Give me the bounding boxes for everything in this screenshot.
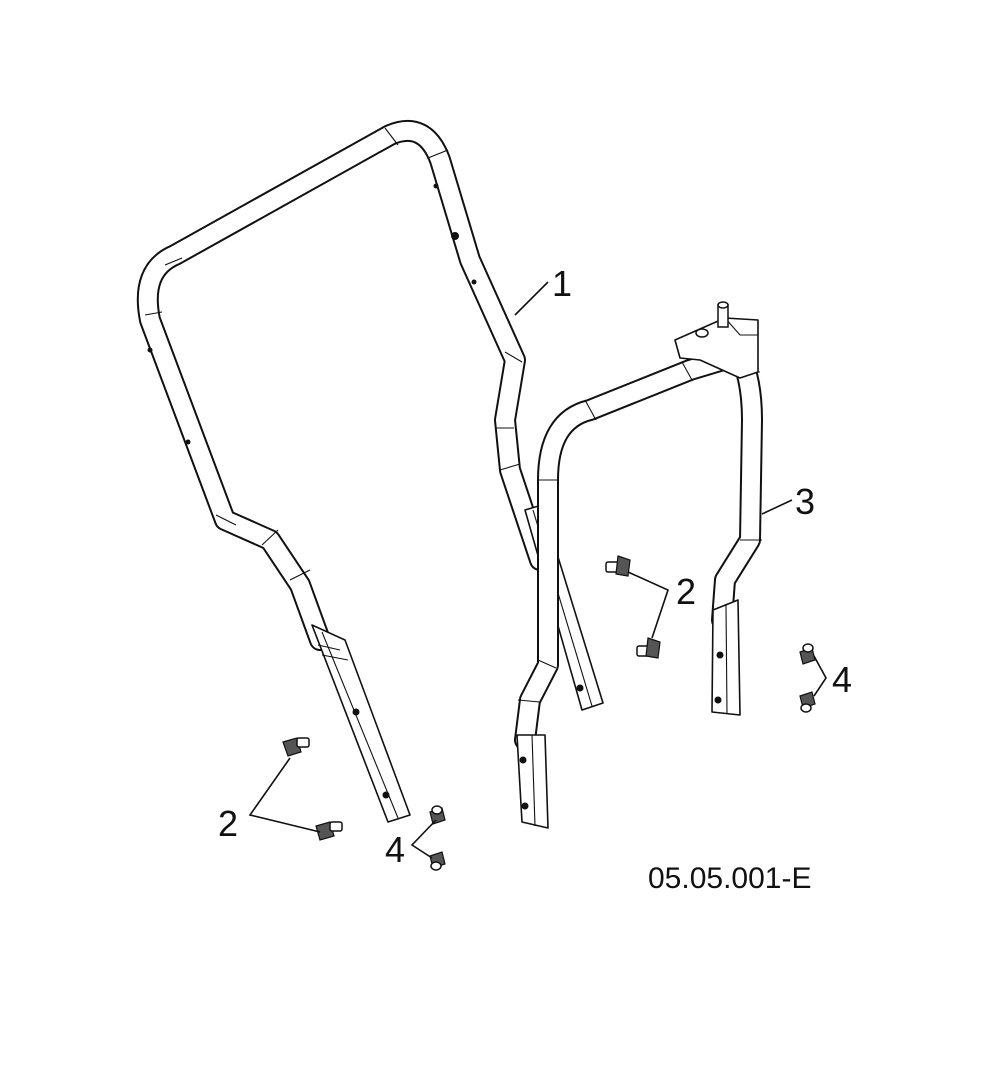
callout-1: 1 <box>552 263 572 304</box>
leader-2-left <box>248 757 321 833</box>
callout-2-left: 2 <box>218 803 238 844</box>
upper-handle-part-1 <box>136 120 604 823</box>
bolt-2-right-upper <box>605 555 631 577</box>
bolt-2-left-lower <box>315 821 343 841</box>
callout-4-right: 4 <box>832 659 852 700</box>
bolt-2-right-lower <box>636 637 661 659</box>
callout-3: 3 <box>795 481 815 522</box>
nut-4-right-lower <box>799 691 816 713</box>
figure-code: 05.05.001-E <box>648 862 811 895</box>
callout-2-right: 2 <box>676 571 696 612</box>
nut-4-right-upper <box>799 643 816 665</box>
leader-1 <box>514 281 549 316</box>
leader-2-right <box>627 571 669 639</box>
lower-handle-part-3 <box>514 301 763 829</box>
bolt-2-left-upper <box>282 737 310 757</box>
nut-4-left-lower <box>429 851 446 871</box>
leader-4-left <box>410 819 437 859</box>
callout-4-left: 4 <box>385 829 405 870</box>
nut-4-left-upper <box>429 805 446 825</box>
leader-3 <box>761 499 793 515</box>
leader-4-right <box>813 655 827 697</box>
